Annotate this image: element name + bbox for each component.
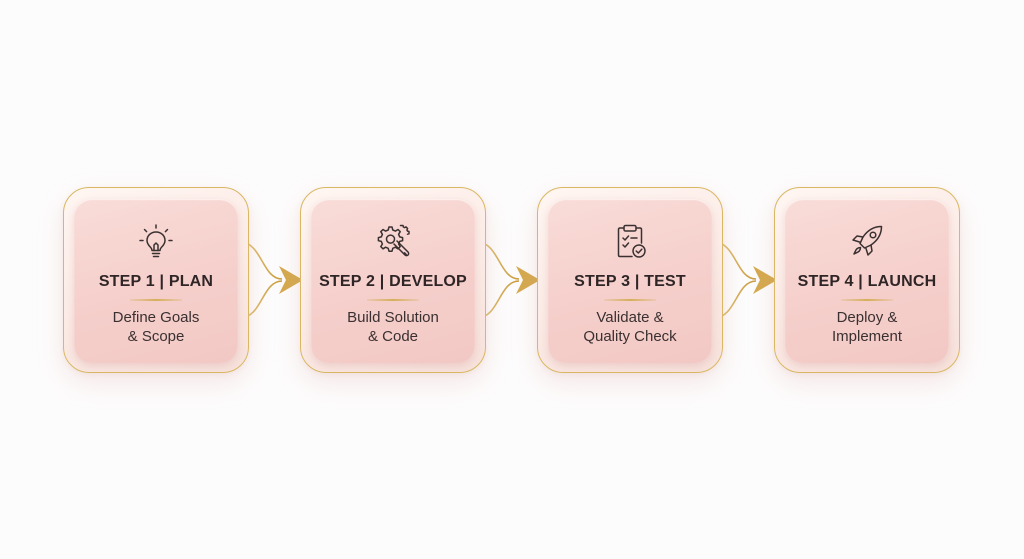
step-card-test: STEP 3 | TEST Validate & Quality Check bbox=[537, 187, 723, 373]
step-title: STEP 1 | PLAN bbox=[98, 273, 214, 290]
step-card-develop: STEP 2 | DEVELOP Build Solution & Code bbox=[300, 187, 486, 373]
lightbulb-icon bbox=[136, 221, 176, 261]
step-description-line: Validate & bbox=[596, 309, 664, 326]
step-divider bbox=[604, 299, 656, 301]
clipboard-check-icon bbox=[610, 221, 650, 261]
step-card-develop-inner: STEP 2 | DEVELOP Build Solution & Code bbox=[311, 199, 475, 363]
rocket-icon bbox=[847, 221, 887, 261]
step-title: STEP 4 | LAUNCH bbox=[797, 273, 937, 290]
connector-3-4 bbox=[713, 241, 777, 319]
gear-wrench-icon bbox=[373, 221, 413, 261]
step-description-line: Deploy & bbox=[836, 309, 898, 326]
step-description: Deploy & Implement bbox=[789, 308, 945, 346]
connector-2-3 bbox=[476, 241, 540, 319]
step-description: Define Goals & Scope bbox=[78, 308, 234, 346]
step-description-line: Quality Check bbox=[583, 328, 677, 345]
connector-1-2 bbox=[239, 241, 303, 319]
step-description-line: Define Goals bbox=[112, 309, 200, 326]
step-card-launch: STEP 4 | LAUNCH Deploy & Implement bbox=[774, 187, 960, 373]
step-card-launch-inner: STEP 4 | LAUNCH Deploy & Implement bbox=[785, 199, 949, 363]
step-divider bbox=[367, 299, 419, 301]
step-description-line: Build Solution bbox=[347, 309, 439, 326]
step-card-test-inner: STEP 3 | TEST Validate & Quality Check bbox=[548, 199, 712, 363]
step-description-line: & Code bbox=[367, 328, 419, 345]
step-divider bbox=[841, 299, 893, 301]
step-divider bbox=[130, 299, 182, 301]
step-description-line: Implement bbox=[831, 328, 903, 345]
step-card-plan-inner: STEP 1 | PLAN Define Goals & Scope bbox=[74, 199, 238, 363]
step-card-plan: STEP 1 | PLAN Define Goals & Scope bbox=[63, 187, 249, 373]
step-title: STEP 3 | TEST bbox=[574, 273, 686, 290]
step-title: STEP 2 | DEVELOP bbox=[319, 273, 467, 290]
step-description-line: & Scope bbox=[127, 328, 185, 345]
step-description: Validate & Quality Check bbox=[552, 308, 708, 346]
step-description: Build Solution & Code bbox=[315, 308, 471, 346]
